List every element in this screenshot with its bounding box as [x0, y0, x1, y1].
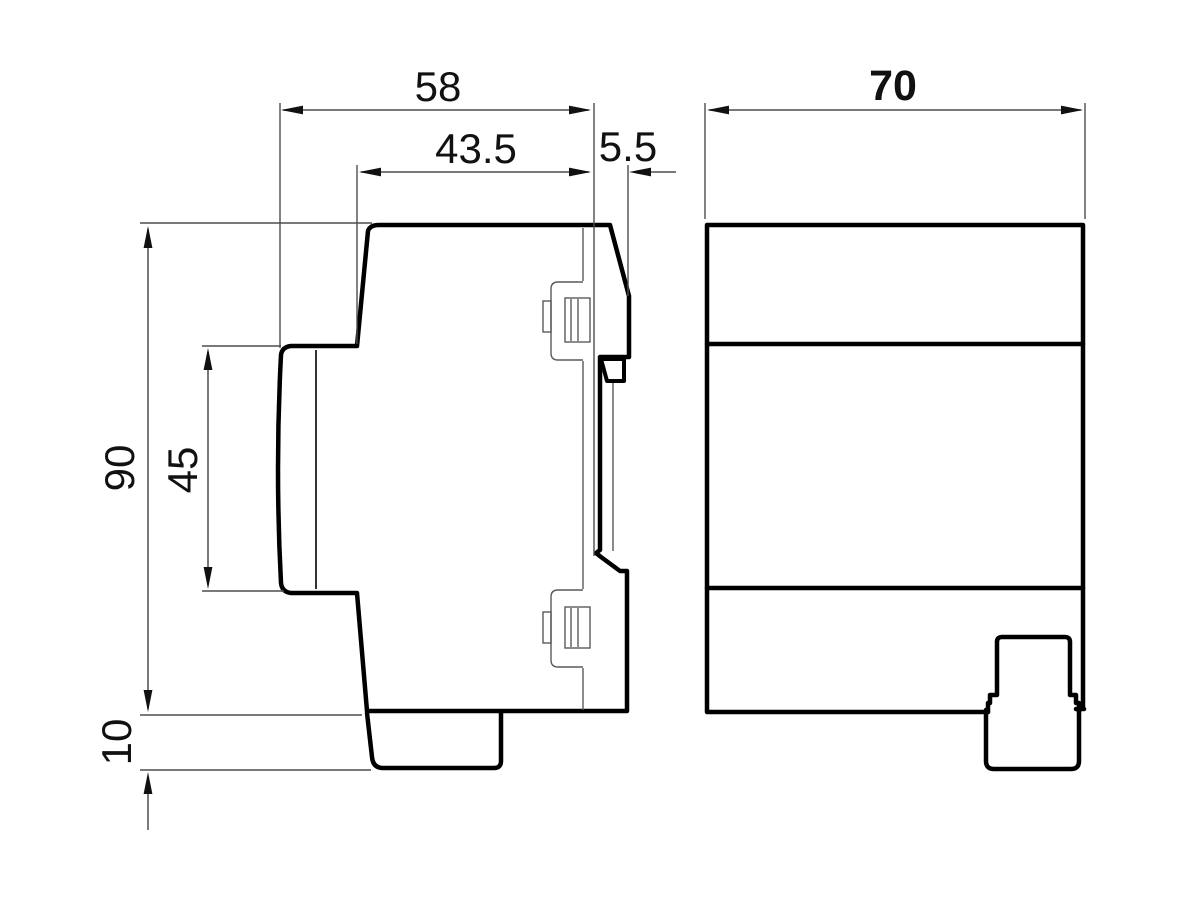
terminal-tab [542, 611, 552, 644]
terminal-tab [542, 300, 552, 333]
front-din-clip [983, 634, 1087, 772]
side-body-outline [275, 222, 632, 714]
arrow-up-icon [203, 348, 213, 370]
dim-total-depth: 58 [279, 63, 595, 556]
arrow-down-icon [203, 567, 213, 589]
front-body-outline [704, 222, 1086, 715]
arrow-right-icon [569, 105, 591, 115]
side-view [275, 222, 632, 771]
dim-height: 90 [96, 222, 372, 712]
arrow-right-icon [569, 167, 591, 177]
dim-label-10: 10 [93, 719, 140, 766]
front-din-clip-tab [985, 634, 1082, 715]
arrow-left-icon [281, 105, 303, 115]
dim-front-depth: 43.5 [356, 125, 591, 344]
arrow-left-icon [707, 105, 729, 115]
arrow-up-icon [143, 772, 153, 794]
dim-front-height: 45 [159, 345, 284, 592]
side-upper-rail-hook [599, 357, 626, 383]
arrow-down-icon [143, 690, 153, 712]
dim-label-70: 70 [869, 62, 917, 110]
arrow-left-icon [359, 167, 381, 177]
side-back-inner-lines [582, 228, 614, 710]
terminal-screw [564, 297, 591, 343]
dim-width: 70 [704, 62, 1086, 219]
dim-rear-depth: 5.5 [599, 123, 676, 296]
dim-label-43-5: 43.5 [435, 125, 517, 172]
dim-label-90: 90 [96, 445, 143, 492]
arrow-up-icon [143, 226, 153, 248]
front-view [704, 222, 1087, 772]
front-din-clip-foot [983, 707, 1082, 772]
side-terminal-lower [542, 589, 591, 668]
side-terminal-upper [542, 281, 591, 361]
arrow-right-icon [1061, 105, 1083, 115]
arrow-left-icon [629, 167, 651, 177]
terminal-screw [564, 606, 591, 649]
dim-label-5-5: 5.5 [599, 123, 657, 170]
dim-label-58: 58 [415, 63, 462, 110]
dim-label-45: 45 [159, 447, 206, 494]
side-clip-foot [364, 710, 504, 771]
dim-clip-height: 10 [93, 714, 371, 830]
